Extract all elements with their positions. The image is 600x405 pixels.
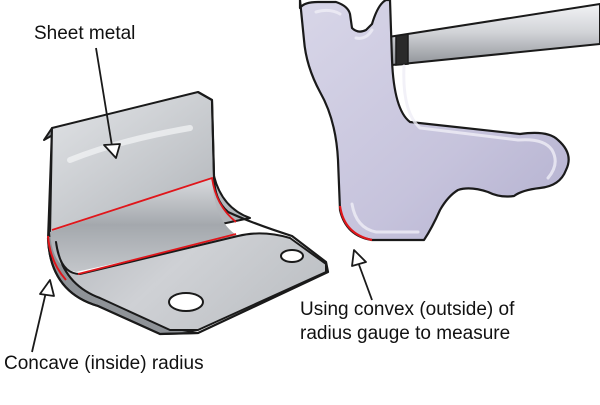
concave-radius-label: Concave (inside) radius [4,353,204,374]
convex-gauge-label: Using convex (outside) of radius gauge t… [300,298,514,346]
flange-highlight [67,125,193,163]
bracket-hole-large [168,292,204,312]
sheet-metal-bracket [43,91,330,336]
convex-radius-marker [338,205,373,242]
arrow-concave-radius [31,279,55,353]
gauge-rod [381,3,600,67]
bend-line-top [51,176,237,231]
gauge-bevel [314,8,557,234]
arrow-convex-radius [351,249,373,301]
bracket-base [55,232,327,331]
bracket-hole-small [280,249,304,263]
gauge-rod-collar [395,33,409,66]
convex-gauge-label-line1: Using convex (outside) of [300,299,515,320]
sheet-metal-label: Sheet metal [34,23,136,44]
arrow-sheet-metal [95,47,121,159]
concave-radius-marker [47,235,67,281]
bracket-bend [50,178,238,272]
pointer-arrows [31,47,373,353]
bend-line-bottom [77,233,237,275]
radius-gauge [298,0,600,242]
convex-gauge-label-line2: radius gauge to measure [300,323,511,344]
